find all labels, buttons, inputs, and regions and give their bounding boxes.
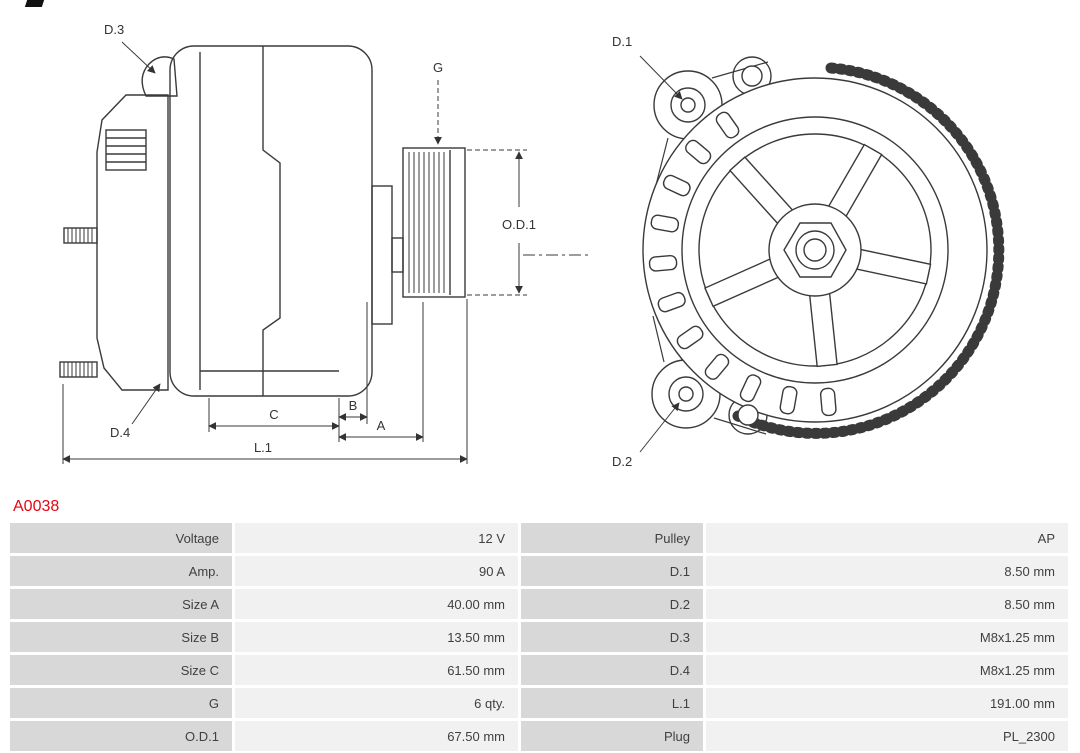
- hole-d2: [668, 376, 704, 412]
- spec-value: 61.50 mm: [235, 655, 518, 685]
- spec-label: Size A: [10, 589, 232, 619]
- spec-value: PL_2300: [706, 721, 1068, 751]
- dim-label-d1: D.1: [612, 34, 632, 49]
- spec-value: M8x1.25 mm: [706, 622, 1068, 652]
- shaft: [391, 237, 404, 273]
- d3-leader: [121, 41, 156, 74]
- spec-label: D.3: [521, 622, 703, 652]
- rear-cover: [96, 94, 169, 391]
- d1-leader: [639, 55, 683, 100]
- corner-artifact: [24, 0, 45, 7]
- spec-value: AP: [706, 523, 1068, 553]
- shaft-step: [371, 185, 393, 325]
- spec-label: D.2: [521, 589, 703, 619]
- dim-label-a: A: [377, 418, 386, 433]
- dim-label-od1: O.D.1: [502, 217, 536, 232]
- spec-label: D.4: [521, 655, 703, 685]
- spec-value: 6 qty.: [235, 688, 518, 718]
- dim-label-b: B: [349, 398, 358, 413]
- spec-label: Plug: [521, 721, 703, 751]
- spec-value: 191.00 mm: [706, 688, 1068, 718]
- spec-value: 40.00 mm: [235, 589, 518, 619]
- d4-leader: [131, 383, 161, 425]
- spec-value: 67.50 mm: [235, 721, 518, 751]
- spec-value: 12 V: [235, 523, 518, 553]
- dim-label-d4: D.4: [110, 425, 130, 440]
- spec-label: Size C: [10, 655, 232, 685]
- spec-label: G: [10, 688, 232, 718]
- dim-label-d3: D.3: [104, 22, 124, 37]
- alternator-side-view: G O.D.1 D.3 D.4 C B A: [59, 22, 588, 464]
- tooth-ring: [732, 62, 1005, 439]
- part-number: A0038: [13, 498, 60, 515]
- vent-slots: [648, 111, 837, 417]
- spec-value: 13.50 mm: [235, 622, 518, 652]
- spec-value: M8x1.25 mm: [706, 655, 1068, 685]
- spec-label: Amp.: [10, 556, 232, 586]
- spec-label: Voltage: [10, 523, 232, 553]
- spec-label: Size B: [10, 622, 232, 652]
- spec-label: D.1: [521, 556, 703, 586]
- technical-drawing: G O.D.1 D.3 D.4 C B A: [59, 22, 1005, 469]
- spec-value: 90 A: [235, 556, 518, 586]
- d2-leader: [639, 402, 680, 453]
- rear-fins: [105, 129, 147, 171]
- spec-table: Voltage 12 V Pulley AP Amp. 90 A D.1 8.5…: [10, 523, 1070, 751]
- spec-label: O.D.1: [10, 721, 232, 751]
- spec-value: 8.50 mm: [706, 556, 1068, 586]
- alternator-rear-view: D.1 D.2: [612, 34, 1005, 469]
- spokes: [704, 143, 932, 368]
- spec-label: Pulley: [521, 523, 703, 553]
- dim-label-l1: L.1: [254, 440, 272, 455]
- dim-label-c: C: [269, 407, 278, 422]
- spec-label: L.1: [521, 688, 703, 718]
- spec-value: 8.50 mm: [706, 589, 1068, 619]
- dim-label-g: G: [433, 60, 443, 75]
- lower-stud: [59, 361, 98, 378]
- pulley: [402, 147, 466, 298]
- dim-label-d2: D.2: [612, 454, 632, 469]
- top-lug: [141, 56, 178, 97]
